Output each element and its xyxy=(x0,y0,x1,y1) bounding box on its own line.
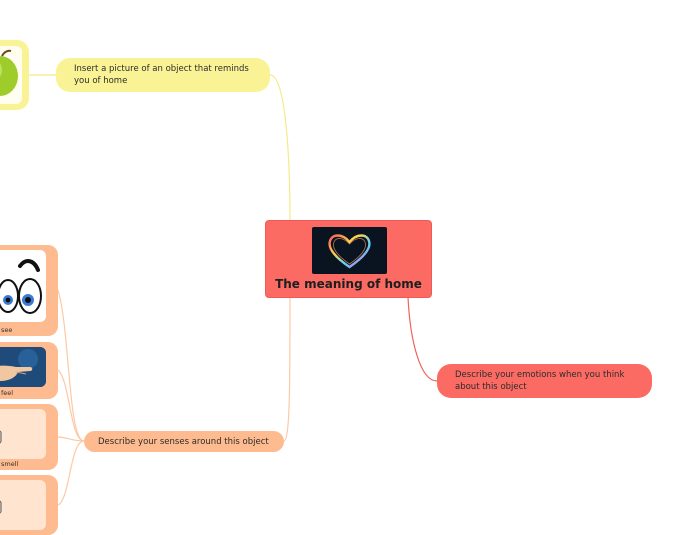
connection-lines xyxy=(29,74,438,506)
topic-describe-senses[interactable]: Describe your senses around this object xyxy=(84,431,284,452)
cartoon-eyes-icon xyxy=(0,250,46,322)
topic-describe-emotions[interactable]: Describe your emotions when you think ab… xyxy=(437,364,652,398)
sense-see[interactable]: see xyxy=(0,245,58,336)
topic-label: Insert a picture of an object that remin… xyxy=(74,64,249,86)
picture-subtopic[interactable] xyxy=(0,40,29,110)
sense-smell[interactable]: smell xyxy=(0,404,58,470)
sense-label: feel xyxy=(1,389,14,397)
sense-feel[interactable]: feel xyxy=(0,342,58,399)
camera-icon xyxy=(0,480,46,530)
topic-insert-picture[interactable]: Insert a picture of an object that remin… xyxy=(56,58,270,92)
central-topic[interactable]: The meaning of home xyxy=(265,220,432,298)
sense-label: smell xyxy=(1,460,19,468)
camera-icon xyxy=(0,409,46,459)
heart-icon xyxy=(312,227,387,274)
topic-label: Describe your emotions when you think ab… xyxy=(455,370,625,392)
sense-label: see xyxy=(1,326,13,334)
topic-label: Describe your senses around this object xyxy=(98,436,269,447)
central-title: The meaning of home xyxy=(275,277,422,291)
apple-icon xyxy=(0,46,22,104)
hand-touch-icon xyxy=(0,347,46,387)
sense-placeholder[interactable] xyxy=(0,475,58,535)
